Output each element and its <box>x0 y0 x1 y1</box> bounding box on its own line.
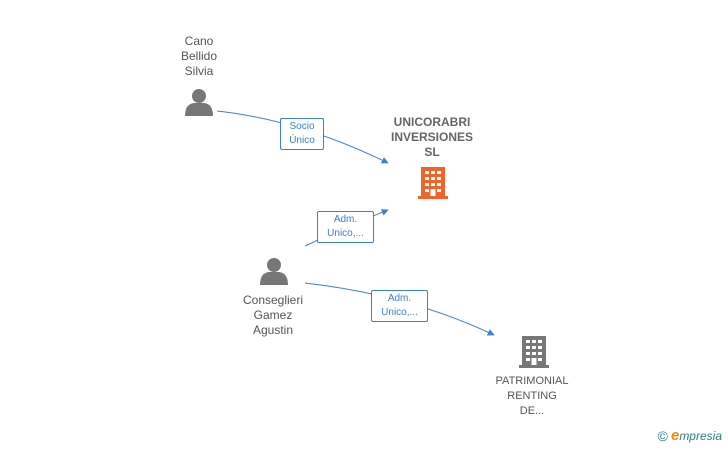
edge-label-line: Unico,... <box>381 307 418 318</box>
person-icon[interactable] <box>185 89 213 116</box>
node-label-line: DE... <box>519 405 545 417</box>
node-label-line: Agustin <box>252 323 294 337</box>
node-label-line: Cano <box>184 34 214 48</box>
node-label-patrimonial[interactable]: PATRIMONIAL RENTING DE... <box>484 374 580 419</box>
brand-logo: empresia <box>671 427 722 444</box>
building-icon[interactable] <box>418 167 448 199</box>
node-label-line: UNICORABRI <box>393 115 471 129</box>
copyright-icon: © <box>657 427 668 444</box>
node-label-line: Gamez <box>253 308 293 322</box>
node-label-line: RENTING <box>507 390 557 402</box>
node-label-line: Bellido <box>180 49 218 63</box>
node-label-line: INVERSIONES <box>390 130 474 144</box>
node-label-line: Silvia <box>184 64 214 78</box>
brand-rest: mpresia <box>679 429 722 443</box>
edge-label-line: Único <box>289 135 315 146</box>
node-label-line: Conseglieri <box>242 293 304 307</box>
person-icon[interactable] <box>260 258 288 285</box>
brand-initial: e <box>670 427 680 444</box>
node-label-conseglieri[interactable]: Conseglieri Gamez Agustin <box>228 293 318 338</box>
edge-label-adm-unicorabri[interactable]: Adm. Unico,... <box>317 211 374 243</box>
node-label-unicorabri[interactable]: UNICORABRI INVERSIONES SL <box>377 115 487 160</box>
building-icon[interactable] <box>519 336 549 368</box>
edge-label-line: Adm. <box>387 293 412 304</box>
node-label-line: SL <box>424 145 440 159</box>
empresia-watermark: © empresia <box>658 427 722 444</box>
edge-label-line: Socio <box>289 121 315 132</box>
edge-label-line: Adm. <box>333 214 358 225</box>
edge-label-socio-unico[interactable]: Socio Único <box>280 118 324 150</box>
edge-label-line: Unico,... <box>327 228 364 239</box>
node-label-cano[interactable]: Cano Bellido Silvia <box>160 34 238 79</box>
edge-label-adm-patrimonial[interactable]: Adm. Unico,... <box>371 290 428 322</box>
node-label-line: PATRIMONIAL <box>495 375 569 387</box>
